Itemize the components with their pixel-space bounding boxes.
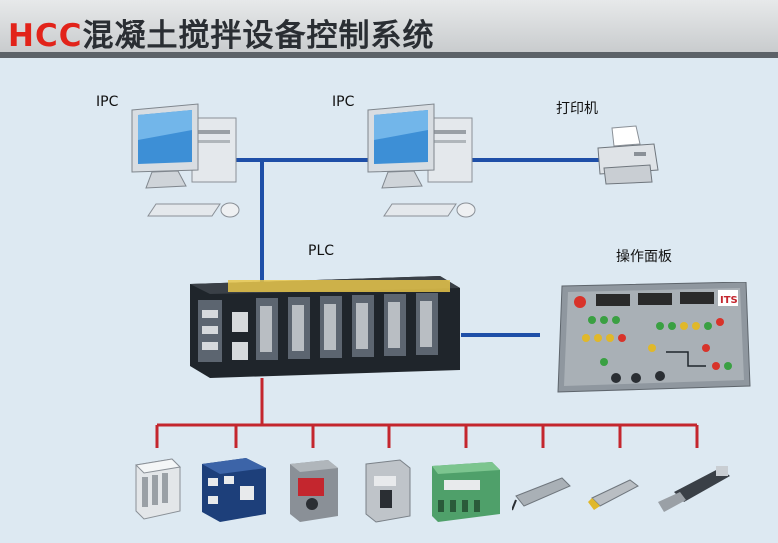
circuit-breaker-icon bbox=[365, 459, 411, 523]
network-bus bbox=[234, 158, 600, 337]
actuator-icon bbox=[658, 466, 730, 512]
page-title: HCC混凝土搅拌设备控制系统 bbox=[8, 10, 434, 55]
proximity-sensor-icon bbox=[588, 479, 639, 510]
ipc-right-label: IPC bbox=[332, 94, 355, 110]
computer-right-icon bbox=[367, 103, 476, 218]
plc-rack-icon bbox=[190, 276, 460, 378]
printer-label: 打印机 bbox=[556, 101, 598, 117]
operation-panel-label: 操作面板 bbox=[616, 249, 672, 265]
printer-icon bbox=[597, 125, 659, 185]
field-bus bbox=[155, 378, 699, 448]
computer-left-icon bbox=[131, 103, 240, 218]
title-brand: HCC bbox=[8, 18, 83, 54]
load-cell-icon bbox=[512, 477, 571, 511]
terminal-module-icon bbox=[432, 462, 500, 522]
operation-panel-icon: ITS bbox=[557, 282, 751, 393]
ipc-left-label: IPC bbox=[96, 94, 119, 110]
contactor-icon bbox=[202, 458, 266, 522]
title-text: 混凝土搅拌设备控制系统 bbox=[82, 18, 435, 54]
relay-icon bbox=[134, 458, 182, 520]
title-bar: HCC混凝土搅拌设备控制系统 bbox=[0, 0, 778, 58]
plc-label: PLC bbox=[308, 243, 335, 259]
svg-text:ITS: ITS bbox=[720, 295, 738, 306]
motor-protector-icon bbox=[290, 460, 338, 522]
